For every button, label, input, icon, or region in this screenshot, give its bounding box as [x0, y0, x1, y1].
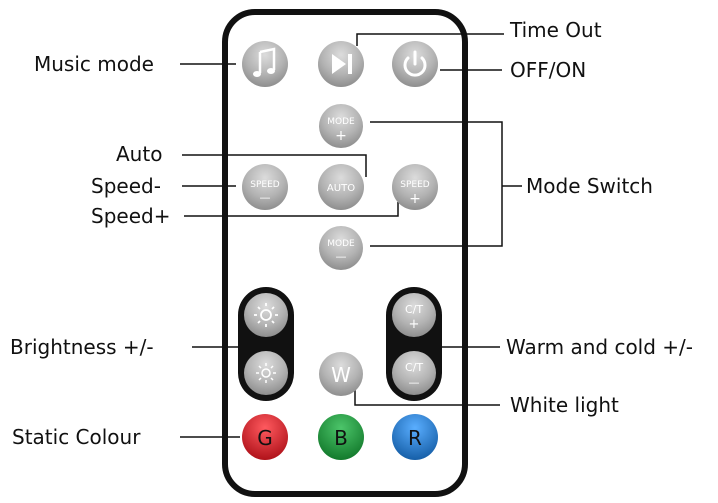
white-light-label: W — [331, 363, 351, 387]
mode-minus-sign: — — [336, 250, 347, 263]
sun-icon — [254, 303, 278, 327]
mode-plus-label: MODE — [327, 117, 355, 127]
label-mode-switch: Mode Switch — [526, 174, 653, 198]
label-auto: Auto — [116, 142, 163, 166]
green-button[interactable] — [318, 414, 364, 460]
ct-minus-button[interactable] — [392, 351, 436, 395]
music-mode-button[interactable] — [242, 41, 288, 87]
music-note-icon — [253, 47, 276, 77]
sun-icon — [256, 363, 276, 383]
speed-minus-label: SPEED — [250, 180, 280, 190]
speed-minus-button[interactable] — [242, 164, 288, 210]
red-button[interactable] — [242, 414, 288, 460]
label-static-colour: Static Colour — [12, 425, 141, 449]
ct-plus-sign: + — [409, 317, 420, 332]
line-mode-bracket — [370, 121, 503, 247]
ct-minus-sign: — — [409, 376, 420, 389]
line-time-out — [356, 33, 504, 46]
line-speed-plus — [184, 202, 399, 217]
brightness-minus-button[interactable] — [244, 351, 288, 395]
line-white-light — [354, 390, 500, 406]
green-label: B — [334, 426, 348, 450]
mode-minus-button[interactable] — [319, 226, 363, 270]
power-icon — [403, 50, 427, 77]
mode-plus-sign: + — [335, 128, 347, 144]
auto-label: AUTO — [327, 183, 355, 194]
auto-button[interactable] — [318, 164, 364, 210]
brightness-plus-button[interactable] — [244, 293, 288, 337]
speed-plus-sign: + — [409, 191, 421, 207]
ct-plus-button[interactable] — [392, 293, 436, 337]
label-time-out: Time Out — [510, 18, 602, 42]
label-brightness: Brightness +/- — [10, 335, 154, 359]
blue-label: R — [408, 426, 422, 450]
ct-minus-label: C/T — [405, 361, 423, 374]
label-white-light: White light — [510, 393, 619, 417]
mode-plus-button[interactable] — [319, 104, 363, 148]
mode-minus-label: MODE — [327, 239, 355, 249]
line-auto — [182, 154, 367, 177]
ct-plus-label: C/T — [405, 303, 423, 316]
speed-plus-button[interactable] — [392, 164, 438, 210]
blue-button[interactable] — [392, 414, 438, 460]
label-speed-minus: Speed- — [91, 174, 161, 198]
red-label: G — [257, 426, 273, 450]
label-off-on: OFF/ON — [510, 58, 587, 82]
speed-minus-sign: — — [260, 191, 271, 204]
label-speed-plus: Speed+ — [91, 204, 171, 228]
play-pause-icon — [332, 54, 352, 74]
label-warm-cold: Warm and cold +/- — [506, 335, 694, 359]
white-light-button[interactable] — [319, 352, 363, 396]
callout-lines — [180, 33, 522, 438]
speed-plus-label: SPEED — [400, 180, 430, 190]
label-music-mode: Music mode — [34, 52, 154, 76]
